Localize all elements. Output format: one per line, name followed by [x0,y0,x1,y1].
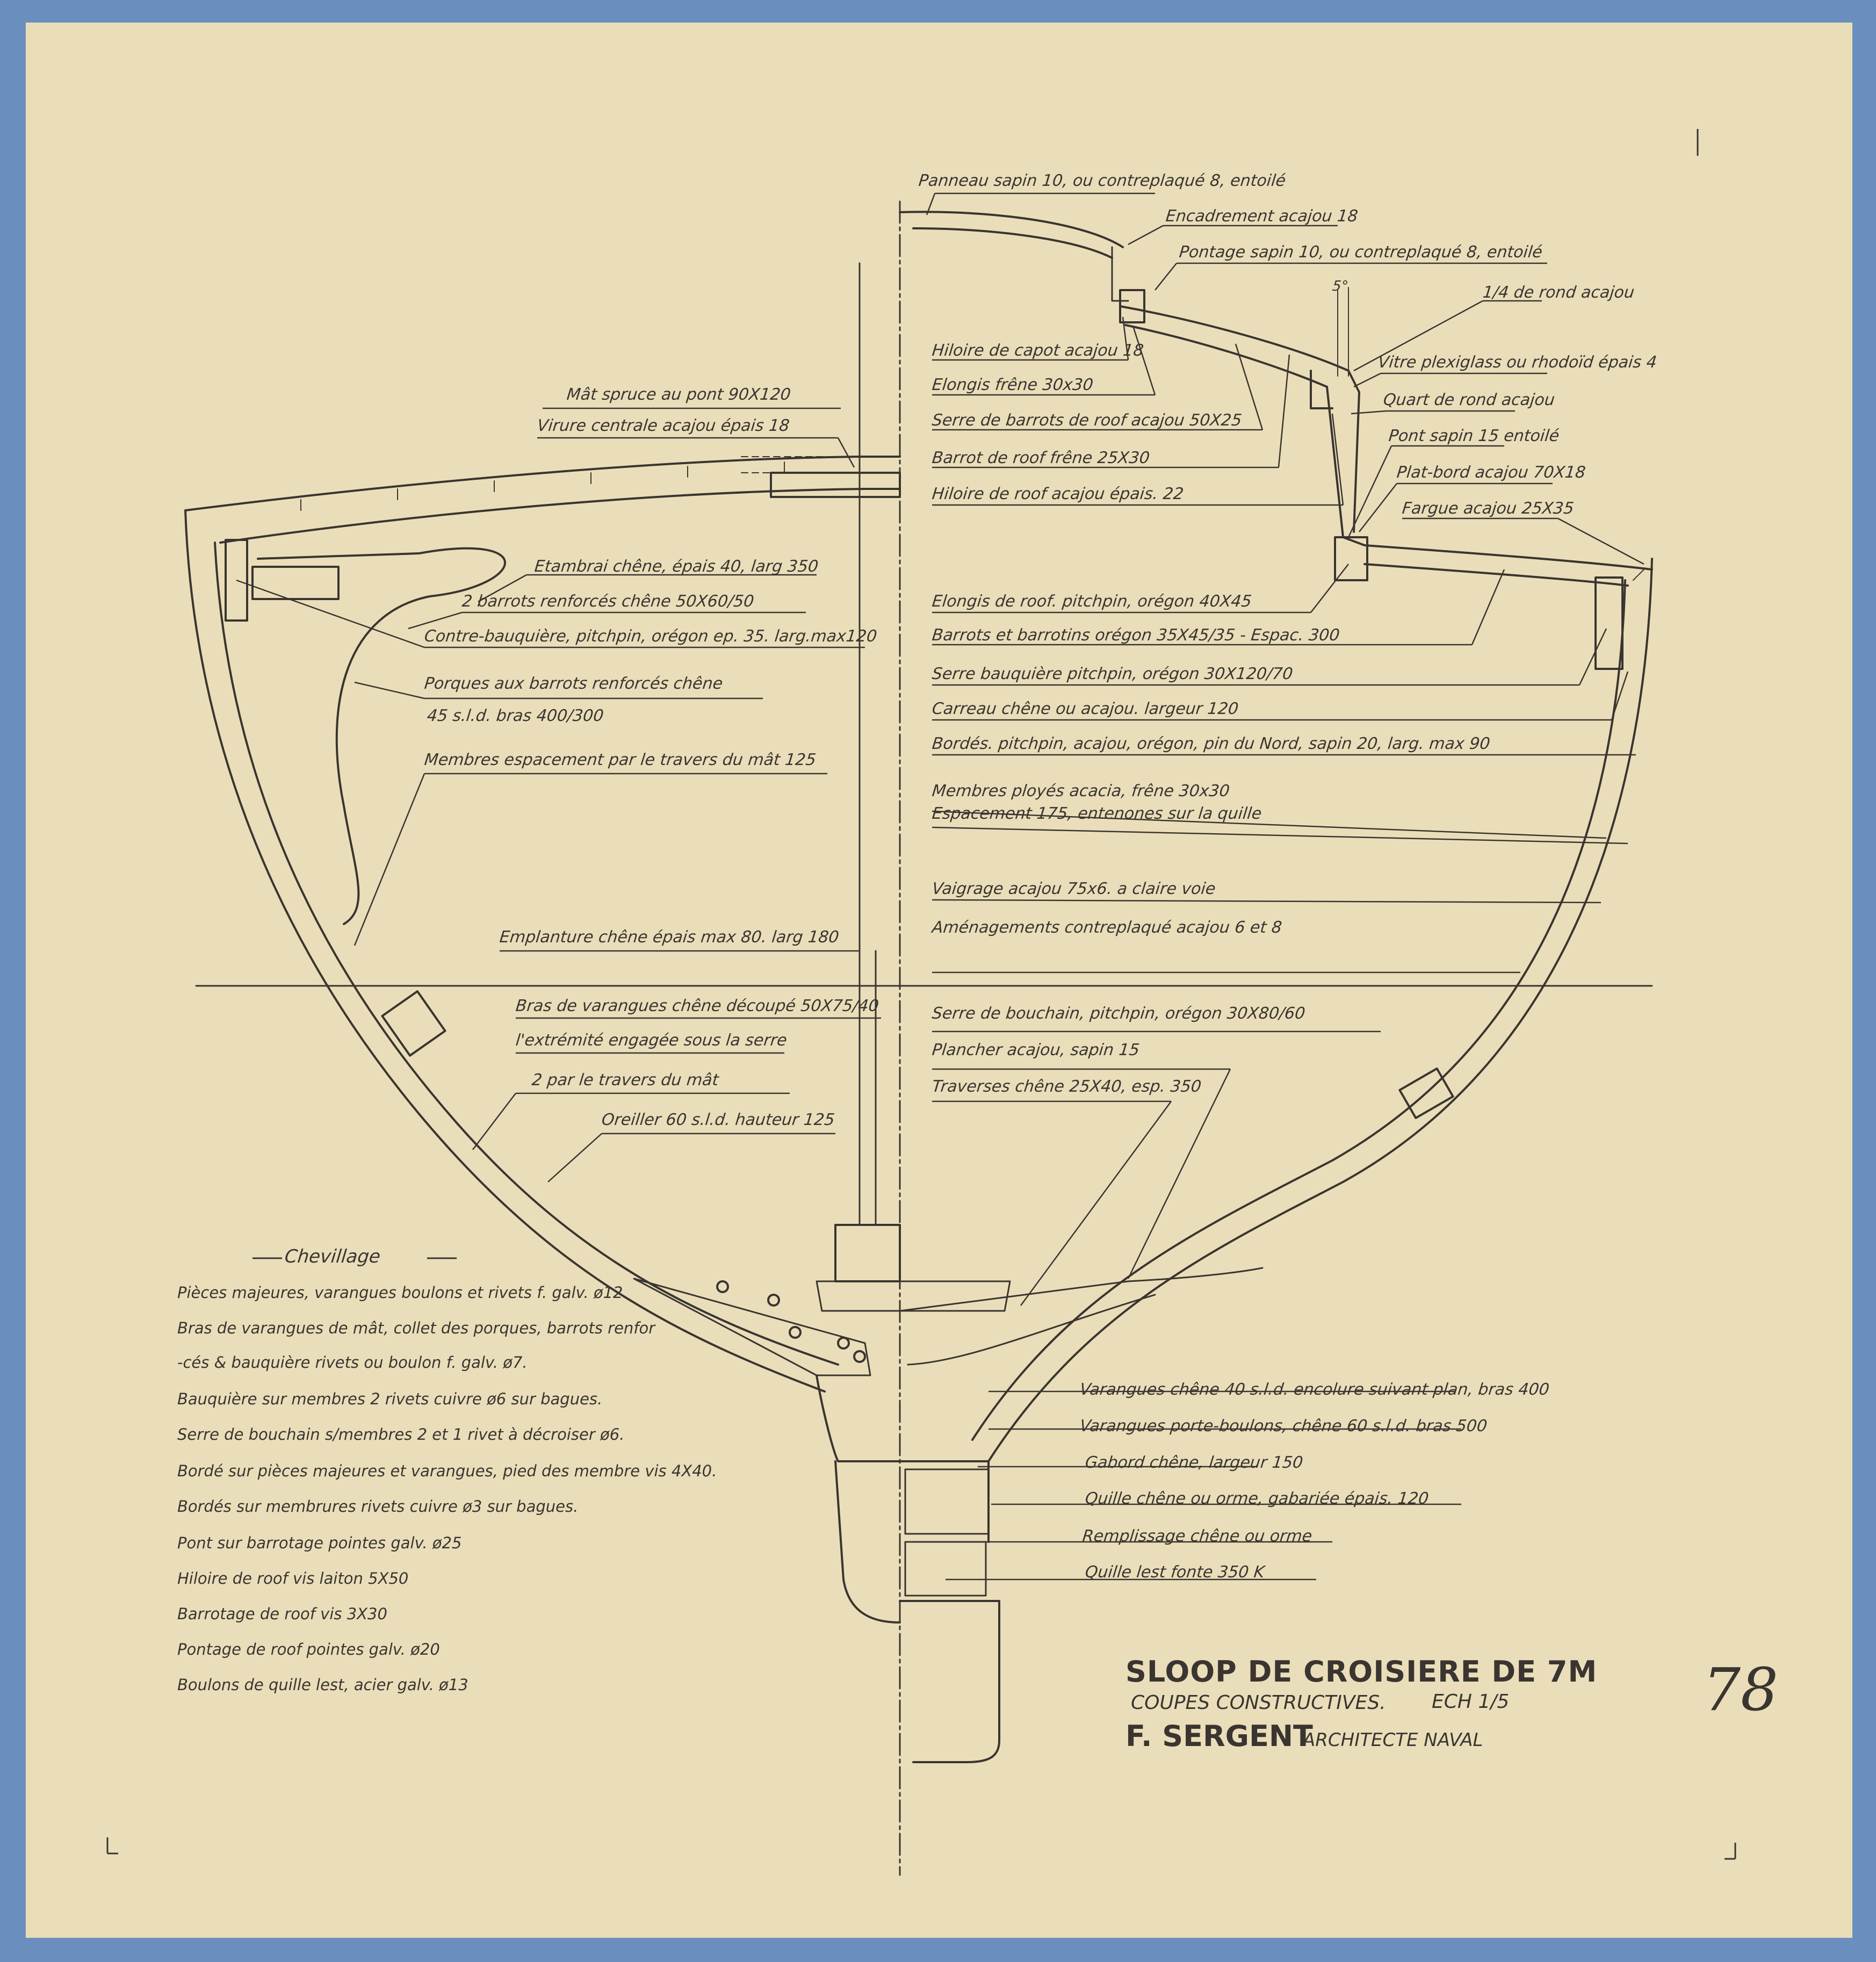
label-vaigrage: Vaigrage acajou 75x6. a claire voie [931,879,1217,898]
sheet-number: 78 [1703,1655,1778,1724]
chevillage-line: Serre de bouchain s/membres 2 et 1 rivet… [177,1425,625,1444]
label-serre-bouchain: Serre de bouchain, pitchpin, orégon 30X8… [931,1004,1307,1023]
architect: F. SERGENT [1125,1719,1313,1753]
keel-left [816,1374,901,1462]
label-pont-sapin: Pont sapin 15 entoilé [1388,427,1561,445]
label-virure: Virure centrale acajou épais 18 [536,416,791,435]
label-varangues-1: Varangues chêne 40 s.l.d. encolure suiva… [1079,1380,1550,1399]
label-bordes: Bordés. pitchpin, acajou, orégon, pin du… [931,734,1491,753]
scale: ECH 1/5 [1432,1691,1510,1713]
label-etambrai: Etambrai chêne, épais 40, larg 350 [533,557,819,576]
hull-section [184,200,1653,1876]
label-remplissage: Remplissage chêne ou orme [1081,1527,1314,1546]
label-barrots-renf: 2 barrots renforcés chêne 50X60/50 [461,592,755,611]
label-serre-barrots: Serre de barrots de roof acajou 50X25 [931,411,1243,430]
chevillage-line: Boulons de quille lest, acier galv. ø13 [177,1676,468,1694]
label-traverses: Traverses chêne 25X40, esp. 350 [931,1077,1202,1096]
label-varangues-2: Varangues porte-boulons, chêne 60 s.l.d.… [1079,1417,1488,1436]
label-pontage: Pontage sapin 10, ou contreplaqué 8, ent… [1178,243,1543,262]
label-espacement: Espacement 175, entenones sur la quille [931,804,1263,823]
label-serre-bauquiere: Serre bauquière pitchpin, orégon 30X120/… [931,665,1294,683]
label-barrots-barrotins: Barrots et barrotins orégon 35X45/35 - E… [931,626,1341,645]
label-carreau: Carreau chêne ou acajou. largeur 120 [931,699,1239,718]
label-mat: Mât spruce au pont 90X120 [566,385,792,404]
label-bras-varangues: Bras de varangues chêne découpé 50X75/40 [515,997,880,1015]
label-encadrement: Encadrement acajou 18 [1165,207,1359,226]
label-dimension: 5° [1331,278,1350,294]
label-barrot-roof: Barrot de roof frêne 25X30 [931,449,1151,467]
chevillage-line: Barrotage de roof vis 3X30 [177,1605,387,1623]
ballast-right [899,1600,1000,1763]
label-quart-rond-1: 1/4 de rond acajou [1482,283,1636,302]
chevillage-heading: Chevillage [283,1246,382,1267]
deck-left [184,456,901,511]
label-quille-lest: Quille lest fonte 350 K [1084,1563,1266,1582]
hull-left-inner [214,542,839,1366]
cabin-roof [899,211,1124,248]
label-elongis-frene: Elongis frêne 30x30 [931,376,1094,394]
label-vitre: Vitre plexiglass ou rhodoïd épais 4 [1377,353,1658,372]
chevillage-line: Pontage de roof pointes galv. ø20 [177,1640,440,1658]
chevillage-line: Pont sur barrotage pointes galv. ø25 [177,1534,462,1552]
label-emplanture: Emplanture chêne épais max 80. larg 180 [499,928,840,947]
title: SLOOP DE CROISIERE DE 7M [1125,1655,1598,1689]
label-plancher: Plancher acajou, sapin 15 [931,1041,1141,1059]
leader-lines [236,192,1644,1581]
label-oreiller: Oreiller 60 s.l.d. hauteur 125 [601,1110,836,1129]
label-panneau: Panneau sapin 10, ou contreplaqué 8, ent… [918,171,1287,190]
chevillage-line: Bras de varangues de mât, collet des por… [177,1319,655,1337]
hull-right-outer [987,558,1653,1462]
hull-left-outer [184,509,826,1393]
label-hiloire-roof: Hiloire de roof acajou épais. 22 [931,485,1185,503]
chevillage-line: -cés & bauquière rivets ou boulon f. gal… [177,1353,528,1372]
ballast-left [834,1460,901,1624]
label-amenagements: Aménagements contreplaqué acajou 6 et 8 [931,918,1283,937]
label-gabord: Gabord chêne, largeur 150 [1084,1453,1304,1472]
label-contre-bauquiere: Contre-bauquière, pitchpin, orégon ep. 3… [423,627,878,646]
chevillage-line: Bordés sur membrures rivets cuivre ø3 su… [177,1497,579,1516]
label-membres-ployes: Membres ployés acacia, frêne 30x30 [931,782,1231,800]
label-par-travers: 2 par le travers du mât [531,1071,720,1090]
label-plat-bord: Plat-bord acajou 70X18 [1396,463,1587,482]
label-extremite: l'extrémité engagée sous la serre [515,1031,788,1050]
label-hiloire-capot: Hiloire de capot acajou 18 [931,341,1145,360]
chevillage-line: Pièces majeures, varangues boulons et ri… [177,1283,628,1302]
label-porques: Porques aux barrots renforcés chêne [423,674,724,693]
label-porques-2: 45 s.l.d. bras 400/300 [426,706,605,725]
label-fargue: Fargue acajou 25X35 [1401,499,1575,518]
label-membres: Membres espacement par le travers du mât… [423,751,817,769]
label-quart-rond-2: Quart de rond acajou [1382,391,1556,409]
chevillage-line: Bordé sur pièces majeures et varangues, … [177,1462,717,1480]
deck-right [1363,544,1653,571]
chevillage-line: Bauquière sur membres 2 rivets cuivre ø6… [177,1390,603,1408]
architect-role: ARCHITECTE NAVAL [1303,1729,1483,1751]
label-quille: Quille chêne ou orme, gabariée épais. 12… [1084,1489,1430,1508]
chevillage-line: Hiloire de roof vis laiton 5X50 [177,1569,409,1588]
subtitle: COUPES CONSTRUCTIVES. [1131,1692,1386,1714]
label-elongis-roof: Elongis de roof. pitchpin, orégon 40X45 [931,592,1253,611]
hull-right-inner [971,579,1626,1441]
